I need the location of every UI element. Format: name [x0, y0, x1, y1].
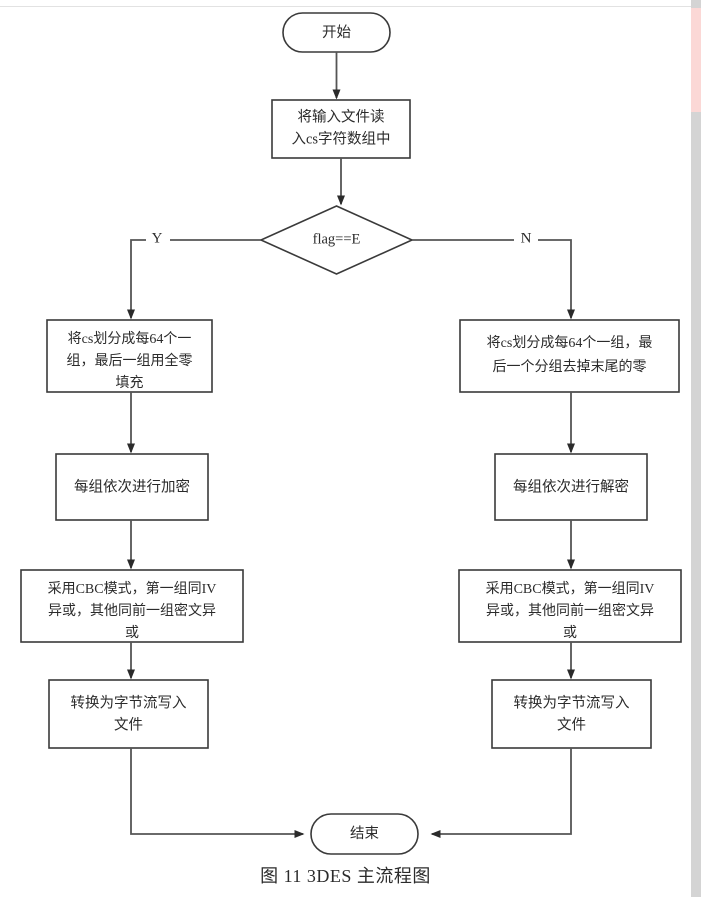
right-cbc-line1: 采用CBC模式，第一组同IV	[486, 580, 655, 597]
right-decrypt-label: 每组依次进行解密	[513, 478, 629, 495]
right-write-line1: 转换为字节流写入	[514, 694, 630, 711]
end-node	[310, 813, 419, 855]
left-encrypt-label: 每组依次进行加密	[74, 478, 190, 495]
right-write-line2: 文件	[557, 716, 586, 733]
left-cbc-line2: 异或，其他同前一组密文异	[48, 602, 216, 619]
right-split-node	[459, 319, 680, 393]
right-decrypt-node	[494, 453, 648, 521]
left-cbc-line1: 采用CBC模式，第一组同IV	[48, 580, 217, 597]
left-encrypt-node	[55, 453, 209, 521]
right-cbc-node	[458, 569, 682, 643]
scrollbar-thumb[interactable]	[691, 8, 701, 112]
left-split-node	[46, 319, 213, 393]
left-write-line2: 文件	[114, 716, 143, 733]
left-write-line1: 转换为字节流写入	[71, 694, 187, 711]
flowchart-3des-main: 开始 将输入文件读 入cs字符数组中 flag==E Y N 将cs划分成每64…	[20, 12, 682, 855]
end-node-label: 结束	[350, 825, 379, 842]
left-write-node	[48, 679, 209, 749]
right-split-line2: 后一个分组去掉末尾的零	[493, 359, 647, 375]
right-cbc-line3: 或	[563, 625, 577, 641]
connector-decision-yes-b	[127, 239, 146, 320]
branch-label-no: N	[521, 230, 532, 246]
decision-node	[259, 205, 414, 275]
left-cbc-node	[20, 569, 244, 643]
right-write-node	[491, 679, 652, 749]
decision-label: flag==E	[313, 231, 361, 247]
start-node-label: 开始	[322, 24, 351, 41]
figure-caption: 图 11 3DES 主流程图	[260, 866, 431, 886]
branch-label-yes: Y	[152, 230, 163, 246]
connector-left-write-to-end	[130, 748, 305, 838]
read-file-line1: 将输入文件读	[298, 108, 385, 125]
page-top-divider	[0, 6, 691, 7]
left-cbc-line3: 或	[125, 625, 139, 641]
read-file-node	[271, 99, 411, 159]
right-split-line1: 将cs划分成每64个一组，最	[487, 335, 653, 351]
vertical-scrollbar[interactable]	[691, 0, 701, 897]
connector-right-write-to-end	[430, 748, 572, 838]
right-cbc-line2: 异或，其他同前一组密文异	[486, 602, 654, 619]
connector-decision-no-b	[538, 239, 575, 320]
left-split-line2: 组，最后一组用全零	[67, 352, 193, 369]
read-file-line2: 入cs字符数组中	[291, 130, 390, 147]
left-split-line1: 将cs划分成每64个一	[68, 331, 192, 347]
left-split-line3: 填充	[116, 375, 144, 391]
